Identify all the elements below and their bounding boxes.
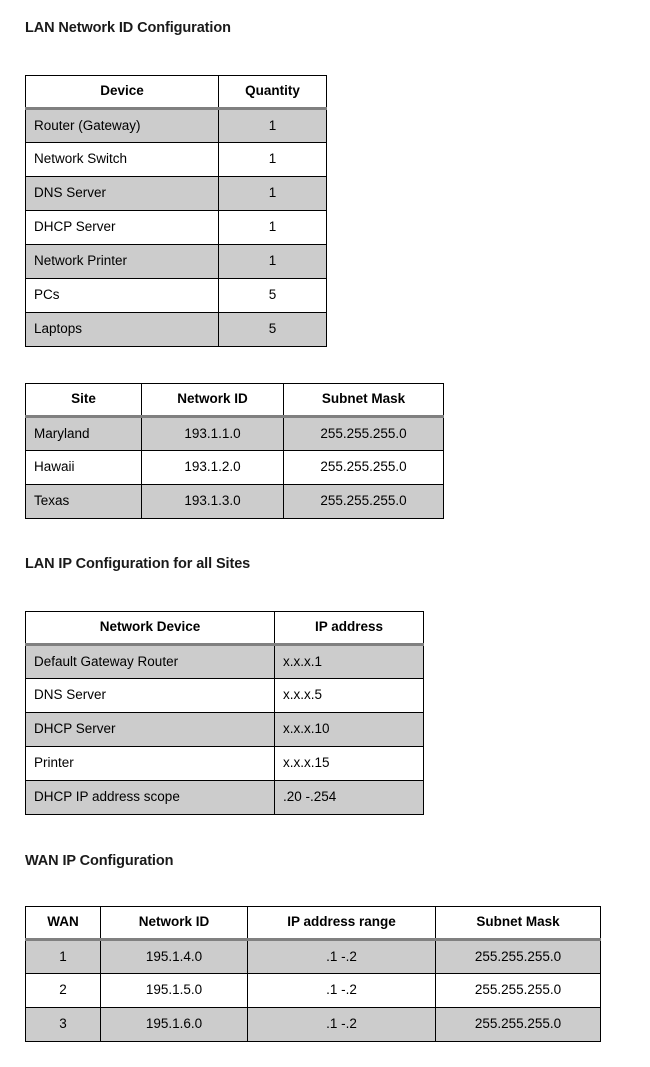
column-header-wan: WAN (25, 906, 101, 941)
site-network-id-table: Site Network ID Subnet Mask Maryland 193… (25, 383, 444, 519)
table-header-row: Device Quantity (25, 75, 327, 110)
cell-wan: 1 (25, 939, 101, 974)
column-header-device: Device (25, 75, 219, 110)
cell-ip-address: x.x.x.1 (274, 644, 424, 679)
column-header-network-id: Network ID (100, 906, 248, 941)
cell-site: Texas (25, 484, 142, 519)
cell-quantity: 1 (218, 244, 327, 279)
cell-network-id: 193.1.1.0 (141, 416, 284, 451)
cell-subnet-mask: 255.255.255.0 (435, 973, 601, 1008)
table-row: Laptops 5 (25, 312, 327, 347)
cell-network-device: Printer (25, 746, 275, 781)
cell-device: Laptops (25, 312, 219, 347)
cell-network-id: 195.1.4.0 (100, 939, 248, 974)
table-header-row: Network Device IP address (25, 611, 424, 646)
cell-ip-address-range: .1 -.2 (247, 1007, 436, 1042)
table-row: Router (Gateway) 1 (25, 108, 327, 143)
table-row: DNS Server x.x.x.5 (25, 678, 424, 713)
cell-wan: 2 (25, 973, 101, 1008)
cell-device: PCs (25, 278, 219, 313)
cell-device: DHCP Server (25, 210, 219, 245)
table-row: DHCP Server x.x.x.10 (25, 712, 424, 747)
cell-quantity: 1 (218, 108, 327, 143)
cell-subnet-mask: 255.255.255.0 (283, 484, 444, 519)
device-quantity-table: Device Quantity Router (Gateway) 1 Netwo… (25, 75, 327, 347)
cell-device: Network Printer (25, 244, 219, 279)
cell-ip-address: .20 -.254 (274, 780, 424, 815)
cell-network-id: 195.1.5.0 (100, 973, 248, 1008)
cell-subnet-mask: 255.255.255.0 (283, 416, 444, 451)
heading-wan-ip-configuration: WAN IP Configuration (25, 853, 174, 869)
cell-device: Network Switch (25, 142, 219, 177)
heading-lan-ip-configuration: LAN IP Configuration for all Sites (25, 556, 251, 572)
cell-network-device: DNS Server (25, 678, 275, 713)
column-header-network-id: Network ID (141, 383, 284, 418)
heading-lan-network-id-configuration: LAN Network ID Configuration (25, 20, 231, 36)
cell-quantity: 1 (218, 210, 327, 245)
cell-network-device: DHCP IP address scope (25, 780, 275, 815)
cell-network-device: Default Gateway Router (25, 644, 275, 679)
column-header-quantity: Quantity (218, 75, 327, 110)
cell-ip-address: x.x.x.5 (274, 678, 424, 713)
cell-network-id: 193.1.3.0 (141, 484, 284, 519)
table-row: Network Printer 1 (25, 244, 327, 279)
cell-network-id: 195.1.6.0 (100, 1007, 248, 1042)
cell-quantity: 5 (218, 278, 327, 313)
cell-ip-address-range: .1 -.2 (247, 939, 436, 974)
table-row: Maryland 193.1.1.0 255.255.255.0 (25, 416, 444, 451)
column-header-ip-address-range: IP address range (247, 906, 436, 941)
cell-quantity: 1 (218, 142, 327, 177)
table-row: Hawaii 193.1.2.0 255.255.255.0 (25, 450, 444, 485)
table-row: DHCP Server 1 (25, 210, 327, 245)
table-row: DNS Server 1 (25, 176, 327, 211)
table-row: PCs 5 (25, 278, 327, 313)
column-header-network-device: Network Device (25, 611, 275, 646)
cell-quantity: 1 (218, 176, 327, 211)
table-row: Network Switch 1 (25, 142, 327, 177)
cell-subnet-mask: 255.255.255.0 (283, 450, 444, 485)
cell-network-id: 193.1.2.0 (141, 450, 284, 485)
table-row: Default Gateway Router x.x.x.1 (25, 644, 424, 679)
table-row: Texas 193.1.3.0 255.255.255.0 (25, 484, 444, 519)
cell-site: Hawaii (25, 450, 142, 485)
cell-device: DNS Server (25, 176, 219, 211)
cell-subnet-mask: 255.255.255.0 (435, 939, 601, 974)
table-row: 2 195.1.5.0 .1 -.2 255.255.255.0 (25, 973, 601, 1008)
cell-device: Router (Gateway) (25, 108, 219, 143)
wan-ip-configuration-table: WAN Network ID IP address range Subnet M… (25, 906, 601, 1042)
cell-quantity: 5 (218, 312, 327, 347)
table-row: Printer x.x.x.15 (25, 746, 424, 781)
table-row: DHCP IP address scope .20 -.254 (25, 780, 424, 815)
column-header-site: Site (25, 383, 142, 418)
cell-ip-address: x.x.x.10 (274, 712, 424, 747)
column-header-subnet-mask: Subnet Mask (435, 906, 601, 941)
cell-ip-address: x.x.x.15 (274, 746, 424, 781)
table-header-row: Site Network ID Subnet Mask (25, 383, 444, 418)
table-header-row: WAN Network ID IP address range Subnet M… (25, 906, 601, 941)
cell-network-device: DHCP Server (25, 712, 275, 747)
cell-ip-address-range: .1 -.2 (247, 973, 436, 1008)
column-header-subnet-mask: Subnet Mask (283, 383, 444, 418)
cell-subnet-mask: 255.255.255.0 (435, 1007, 601, 1042)
column-header-ip-address: IP address (274, 611, 424, 646)
table-row: 3 195.1.6.0 .1 -.2 255.255.255.0 (25, 1007, 601, 1042)
cell-wan: 3 (25, 1007, 101, 1042)
lan-ip-configuration-table: Network Device IP address Default Gatewa… (25, 611, 424, 815)
cell-site: Maryland (25, 416, 142, 451)
table-row: 1 195.1.4.0 .1 -.2 255.255.255.0 (25, 939, 601, 974)
